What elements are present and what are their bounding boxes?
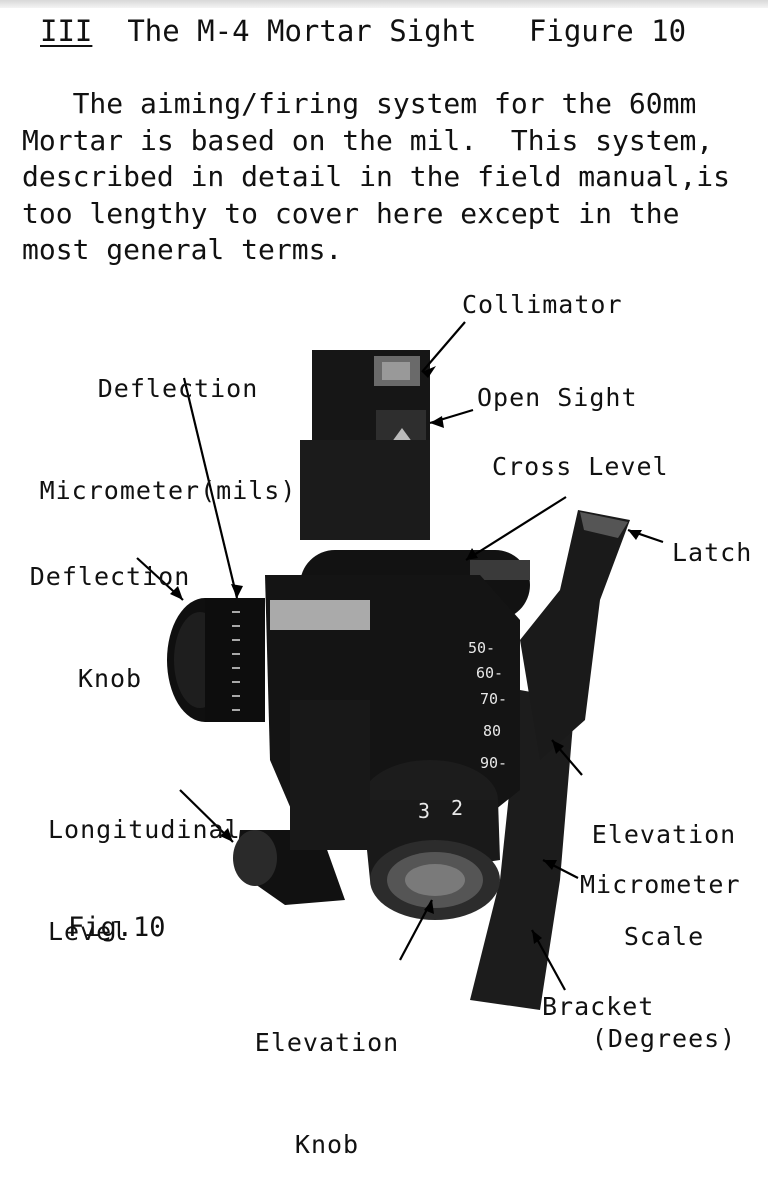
scale-mark: 50- (468, 639, 495, 657)
section-number: III (40, 14, 93, 48)
top-bar (0, 0, 768, 8)
knob-digit: 3 (418, 799, 430, 823)
paragraph-line: The aiming/firing system for the 60mm (22, 87, 697, 120)
elevation-scale-label: Elevation Scale (Degrees) (584, 750, 744, 1090)
deflection-micrometer-label: Deflection Micrometer(mils) (18, 304, 318, 542)
deflection-knob-label: Deflection Knob (20, 492, 200, 730)
paragraph-line: most general terms. (22, 233, 343, 266)
section-heading: III The M-4 Mortar Sight Figure 10 (40, 14, 686, 48)
elevation-knob-label: Elevation Knob (242, 958, 412, 1196)
scale-mark: 90- (480, 754, 507, 772)
longitudinal-level-label: Longitudinal Level (48, 745, 241, 983)
knob-digit: 2 (451, 796, 463, 820)
paragraph-line: too lengthy to cover here except in the (22, 196, 680, 230)
latch-arm (520, 510, 630, 760)
latch-label: Latch (672, 538, 753, 567)
label-line: Scale (623, 922, 705, 951)
label-line: Longitudinal (48, 815, 241, 844)
scale-mark: 60- (476, 664, 503, 682)
paragraph-line: described in detail in the field manual,… (22, 160, 731, 193)
figure-reference: Figure 10 (528, 14, 687, 48)
label-line: Micrometer(mils) (39, 476, 297, 505)
bracket-shape (470, 690, 575, 1010)
scale-mark: 80 (483, 722, 501, 740)
paragraph-line: Mortar is based on the mil. This system, (22, 123, 714, 157)
section-title: The M-4 Mortar Sight (127, 14, 477, 48)
label-line: Elevation (254, 1028, 400, 1057)
label-line: Deflection (97, 374, 259, 403)
open-sight-label: Open Sight (477, 383, 638, 412)
collimator-label: Collimator (462, 290, 623, 319)
label-line: Knob (294, 1130, 360, 1159)
label-line: Knob (77, 664, 143, 693)
mortar-sight-photo: 50- 60- 70- 80 90- 3 2 (136, 321, 664, 1010)
bracket-label: Bracket (542, 992, 655, 1021)
label-line: Elevation (591, 820, 737, 849)
scale-mark: 70- (480, 690, 507, 708)
leader-arrowheads (170, 366, 642, 944)
micrometer-label: Micrometer (580, 870, 741, 899)
label-line: Level (48, 917, 129, 946)
label-line: (Degrees) (591, 1024, 737, 1053)
cross-level-label: Cross Level (492, 452, 669, 481)
knob-ticks (232, 611, 240, 711)
label-line: Deflection (29, 562, 191, 591)
figure-caption: Fig.10 (68, 912, 166, 943)
